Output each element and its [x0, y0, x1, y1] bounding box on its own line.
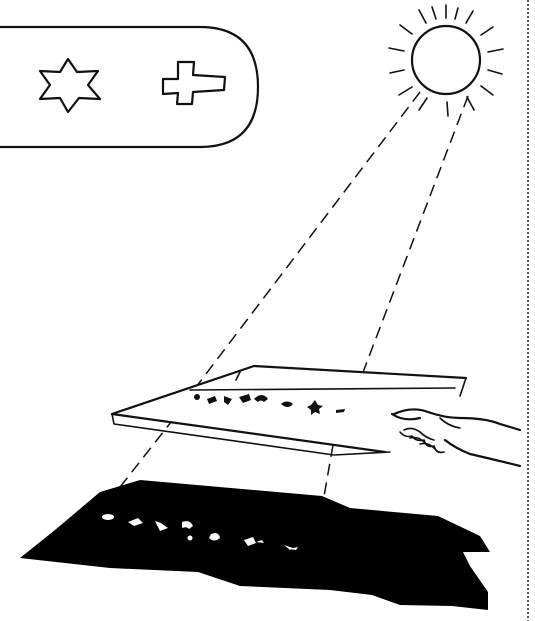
shadow-light-spots — [102, 514, 298, 550]
sun-icon — [388, 4, 504, 117]
card-holes — [194, 394, 345, 415]
ground-shadow — [20, 480, 490, 610]
cross-shape-icon — [161, 60, 227, 106]
star-shape-icon — [38, 57, 102, 114]
hand-icon — [390, 408, 522, 468]
card — [110, 364, 468, 456]
shapes-panel — [0, 25, 260, 149]
